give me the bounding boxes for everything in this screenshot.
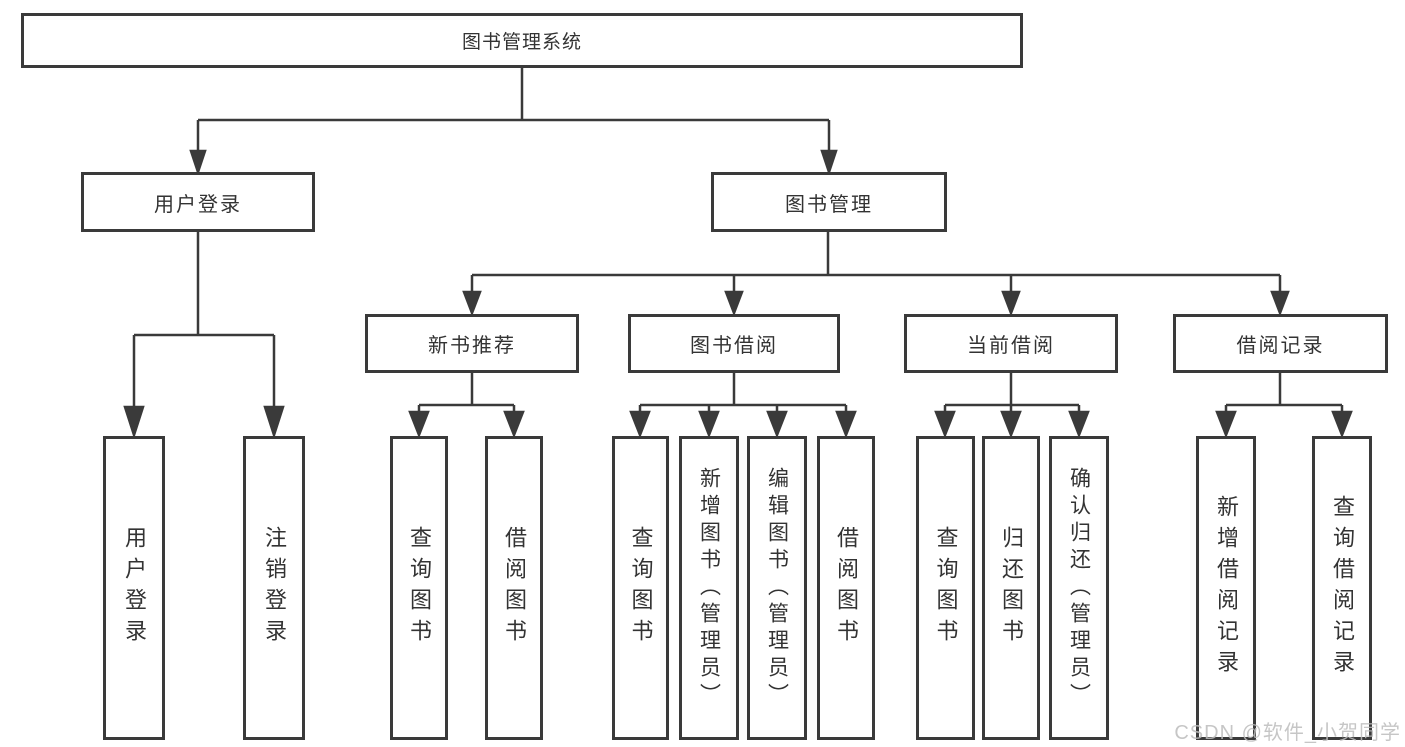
node-label: 归还图书 — [999, 526, 1024, 650]
node-label: 借阅记录 — [1236, 335, 1325, 357]
connector-new-book-rec-children — [408, 373, 525, 439]
arrow-down-icon — [123, 405, 145, 440]
node-label: 注销登录 — [262, 526, 287, 650]
arrow-down-icon — [1331, 410, 1353, 439]
node-label: 图书管理 — [785, 193, 873, 216]
node-book-management: 图书管理 — [711, 172, 947, 232]
arrow-down-icon — [629, 410, 651, 439]
arrow-down-icon — [724, 290, 744, 317]
node-label: 图书借阅 — [690, 335, 778, 357]
arrow-down-icon — [503, 410, 525, 439]
arrow-down-icon — [934, 410, 956, 439]
connector-current-borrow-children — [934, 373, 1090, 439]
node-current-borrow: 当前借阅 — [904, 314, 1118, 373]
leaf-query-books-1: 查询图书 — [390, 436, 448, 740]
leaf-logout: 注销登录 — [243, 436, 305, 740]
arrow-down-icon — [189, 149, 207, 176]
node-label: 新增借阅记录 — [1214, 495, 1239, 681]
leaf-return-books: 归还图书 — [982, 436, 1040, 740]
node-label: 借阅图书 — [834, 526, 859, 650]
arrow-down-icon — [1215, 410, 1237, 439]
arrow-down-icon — [1270, 290, 1290, 317]
node-label: 用户登录 — [154, 193, 242, 216]
node-label: 图书管理系统 — [461, 32, 582, 53]
arrow-down-icon — [1001, 290, 1021, 317]
node-new-book-recommend: 新书推荐 — [365, 314, 579, 373]
connector-user-login-children — [123, 232, 285, 440]
arrow-down-icon — [835, 410, 857, 439]
node-label: 当前借阅 — [967, 335, 1055, 357]
arrow-down-icon — [766, 410, 788, 439]
leaf-query-borrow-record: 查询借阅记录 — [1312, 436, 1372, 740]
arrow-down-icon — [408, 410, 430, 439]
arrow-down-icon — [462, 290, 482, 317]
connector-book-mgmt-children — [462, 232, 1290, 317]
arrow-down-icon — [1000, 410, 1022, 439]
leaf-query-books-3: 查询图书 — [916, 436, 975, 740]
connector-borrow-record-children — [1215, 373, 1353, 439]
leaf-borrow-books-2: 借阅图书 — [817, 436, 875, 740]
connector-book-borrow-children — [629, 373, 857, 439]
arrow-down-icon — [698, 410, 720, 439]
node-user-login: 用户登录 — [81, 172, 315, 232]
node-borrow-record: 借阅记录 — [1173, 314, 1388, 373]
node-label: 编辑图书（管理员） — [765, 466, 789, 710]
node-book-borrow: 图书借阅 — [628, 314, 840, 373]
node-label: 查询图书 — [628, 526, 654, 650]
node-label: 用户登录 — [122, 526, 147, 650]
leaf-user-login: 用户登录 — [103, 436, 165, 740]
node-label: 查询图书 — [407, 526, 432, 650]
leaf-borrow-books-1: 借阅图书 — [485, 436, 543, 740]
arrow-down-icon — [1068, 410, 1090, 439]
node-label: 确认归还（管理员） — [1067, 466, 1091, 710]
arrow-down-icon — [820, 149, 838, 176]
node-label: 查询借阅记录 — [1330, 495, 1355, 681]
node-label: 新增图书（管理员） — [697, 466, 721, 710]
arrow-down-icon — [263, 405, 285, 440]
leaf-edit-books-admin: 编辑图书（管理员） — [747, 436, 807, 740]
node-label: 查询图书 — [933, 526, 959, 650]
leaf-query-books-2: 查询图书 — [612, 436, 669, 740]
leaf-add-borrow-record: 新增借阅记录 — [1196, 436, 1256, 740]
node-system-root: 图书管理系统 — [21, 13, 1023, 68]
connector-root-to-level2 — [189, 68, 838, 176]
node-label: 新书推荐 — [428, 335, 516, 357]
leaf-add-books-admin: 新增图书（管理员） — [679, 436, 739, 740]
node-label: 借阅图书 — [502, 526, 527, 650]
leaf-confirm-return-admin: 确认归还（管理员） — [1049, 436, 1109, 740]
